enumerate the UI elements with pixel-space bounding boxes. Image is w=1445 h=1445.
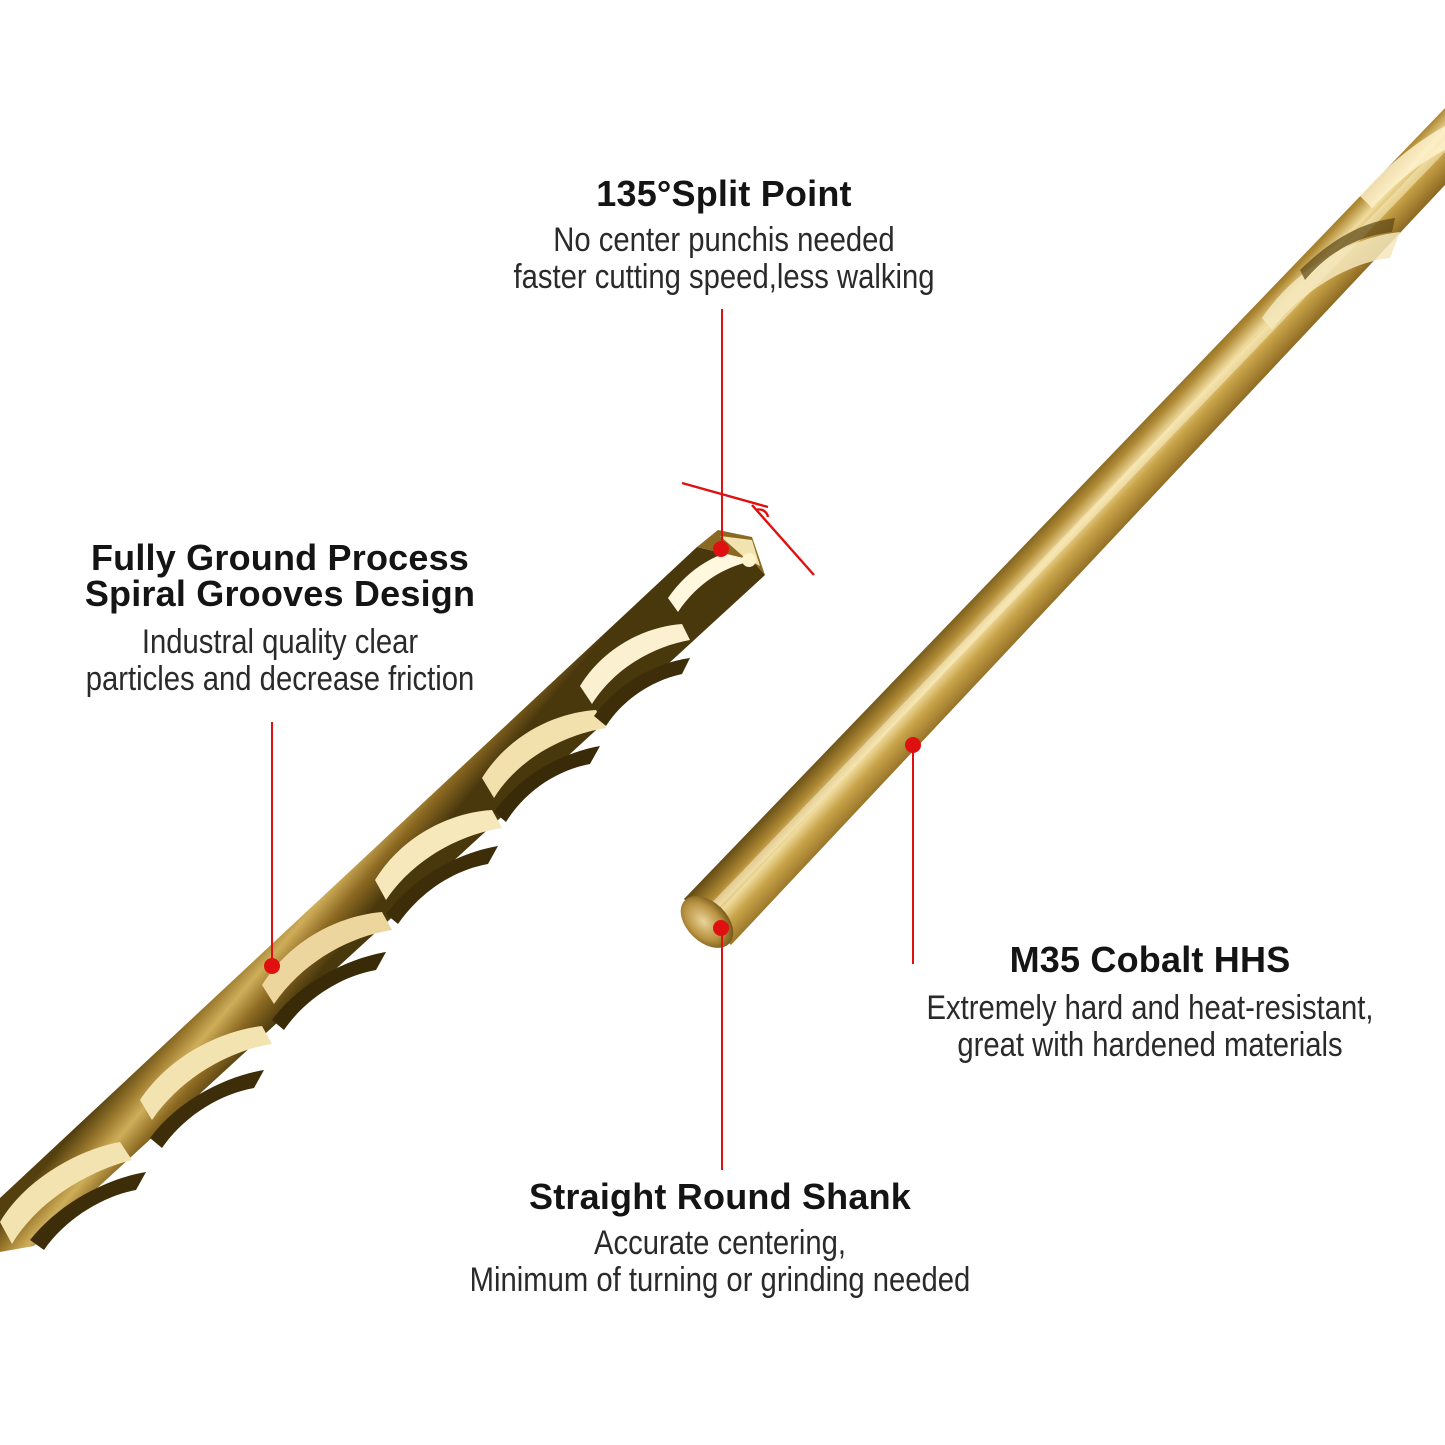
- description-line: No center punchis needed: [553, 221, 895, 259]
- description-line: Minimum of turning or grinding needed: [469, 1261, 971, 1299]
- description-line: Extremely hard and heat-resistant,: [926, 989, 1374, 1027]
- callout-leaders: [271, 309, 914, 1170]
- description-line: great with hardened materials: [957, 1026, 1343, 1064]
- callout-title: 135°Split Point: [596, 173, 852, 214]
- callout-title: Fully Ground Process Spiral Grooves Desi…: [40, 540, 520, 612]
- angle-indicator: [681, 481, 815, 576]
- callout-shank: Straight Round Shank Accurate centering,…: [420, 1179, 1020, 1299]
- title-line: Spiral Grooves Design: [84, 573, 476, 614]
- description-line: Accurate centering,: [594, 1224, 846, 1262]
- callout-description: Industral quality clear particles and de…: [74, 624, 487, 698]
- callout-spiral-grooves: Fully Ground Process Spiral Grooves Desi…: [40, 540, 520, 698]
- title-line: Fully Ground Process: [90, 537, 470, 578]
- description-line: Industral quality clear: [141, 623, 419, 661]
- dot-split-point: [713, 541, 729, 557]
- spiral-bit: [0, 530, 765, 1252]
- dot-shank: [713, 920, 729, 936]
- dot-cobalt: [905, 737, 921, 753]
- callout-description: Extremely hard and heat-resistant, great…: [918, 990, 1382, 1064]
- callout-description: No center punchis needed faster cutting …: [500, 222, 947, 296]
- description-line: particles and decrease friction: [85, 660, 475, 698]
- callout-description: Accurate centering, Minimum of turning o…: [462, 1225, 978, 1299]
- callout-split-point: 135°Split Point No center punchis needed…: [464, 176, 984, 296]
- callout-cobalt: M35 Cobalt HHS Extremely hard and heat-r…: [880, 942, 1420, 1064]
- dot-spiral-grooves: [264, 958, 280, 974]
- callout-title: Straight Round Shank: [529, 1176, 911, 1217]
- callout-dots: [264, 541, 921, 974]
- description-line: faster cutting speed,less walking: [513, 258, 935, 296]
- callout-title: M35 Cobalt HHS: [1009, 939, 1291, 980]
